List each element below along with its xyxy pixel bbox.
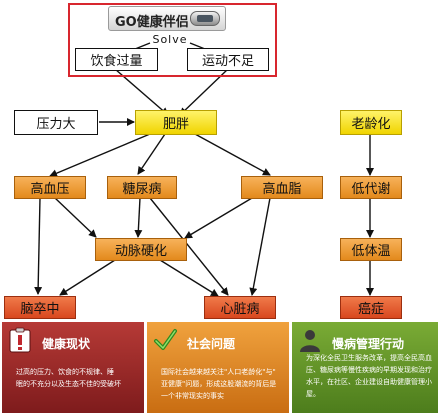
node-stroke: 脑卒中 (4, 296, 76, 319)
node-low-body-temp: 低体温 (340, 238, 402, 261)
node-obesity: 肥胖 (135, 110, 217, 135)
arrow-arteriosclerosis-heart (159, 259, 219, 297)
arrow-obesity-diabetes (137, 133, 166, 175)
user-icon (300, 330, 320, 352)
node-aging: 老龄化 (340, 110, 402, 135)
panel-health-status-title: 健康现状 (42, 337, 91, 351)
arrow-hypertension-stroke (34, 197, 43, 295)
solution-frame (68, 3, 277, 77)
node-arteriosclerosis: 动脉硬化 (95, 238, 187, 261)
clipboard-icon (9, 327, 31, 353)
panel-health-status: 健康现状 过高的压力、饮食的不规律、睡 眠的不充分以及生态不佳的受破坏 (2, 322, 144, 413)
panel-health-status-body: 过高的压力、饮食的不规律、睡 眠的不充分以及生态不佳的受破坏 (16, 368, 121, 388)
arrow-hypertension-arteriosclerosis (54, 197, 97, 238)
brand-badge: GO健康伴侣 (108, 6, 226, 31)
panel-chronic-action-body: 为深化全民卫生服务改革，提高全民高血 压、糖尿病等慢性疾病的早期发现和治疗 水平… (306, 354, 432, 398)
device-icon (190, 11, 220, 26)
arrow-diabetes-heart (149, 197, 229, 296)
panel-social-issues: 社会问题 国际社会越来越关注"人口老龄化"与" 亚健康"问题，形成这股潮流的背后… (147, 322, 289, 413)
node-overeating: 饮食过量 (75, 48, 158, 71)
arrow-arteriosclerosis-stroke (59, 259, 116, 296)
panel-chronic-action: 慢病管理行动 为深化全民卫生服务改革，提高全民高血 压、糖尿病等慢性疾病的早期发… (292, 322, 438, 413)
node-cancer: 癌症 (340, 296, 402, 319)
node-diabetes: 糖尿病 (107, 176, 177, 199)
panel-social-issues-body: 国际社会越来越关注"人口老龄化"与" 亚健康"问题，形成这股潮流的背后是 一个非… (161, 368, 277, 400)
node-lack-exercise: 运动不足 (187, 48, 269, 71)
node-stress: 压力大 (14, 110, 98, 135)
solve-label: Solve (152, 33, 188, 46)
arrow-hyperlipidemia-heart (249, 197, 271, 296)
node-hypertension: 高血压 (14, 176, 86, 199)
node-low-metabolism: 低代谢 (340, 176, 402, 199)
node-hyperlipidemia: 高血脂 (241, 176, 323, 199)
panel-chronic-action-title: 慢病管理行动 (332, 337, 405, 351)
checkmark-icon (154, 329, 177, 350)
arrow-obesity-hypertension (49, 133, 151, 177)
node-heart-disease: 心脏病 (204, 296, 276, 319)
panel-social-issues-title: 社会问题 (187, 337, 236, 351)
brand-name: GO健康伴侣 (115, 15, 189, 30)
arrow-diabetes-arteriosclerosis (134, 197, 143, 238)
arrow-hyperlipidemia-arteriosclerosis (184, 197, 253, 239)
arrow-obesity-hyperlipidemia (194, 133, 271, 176)
